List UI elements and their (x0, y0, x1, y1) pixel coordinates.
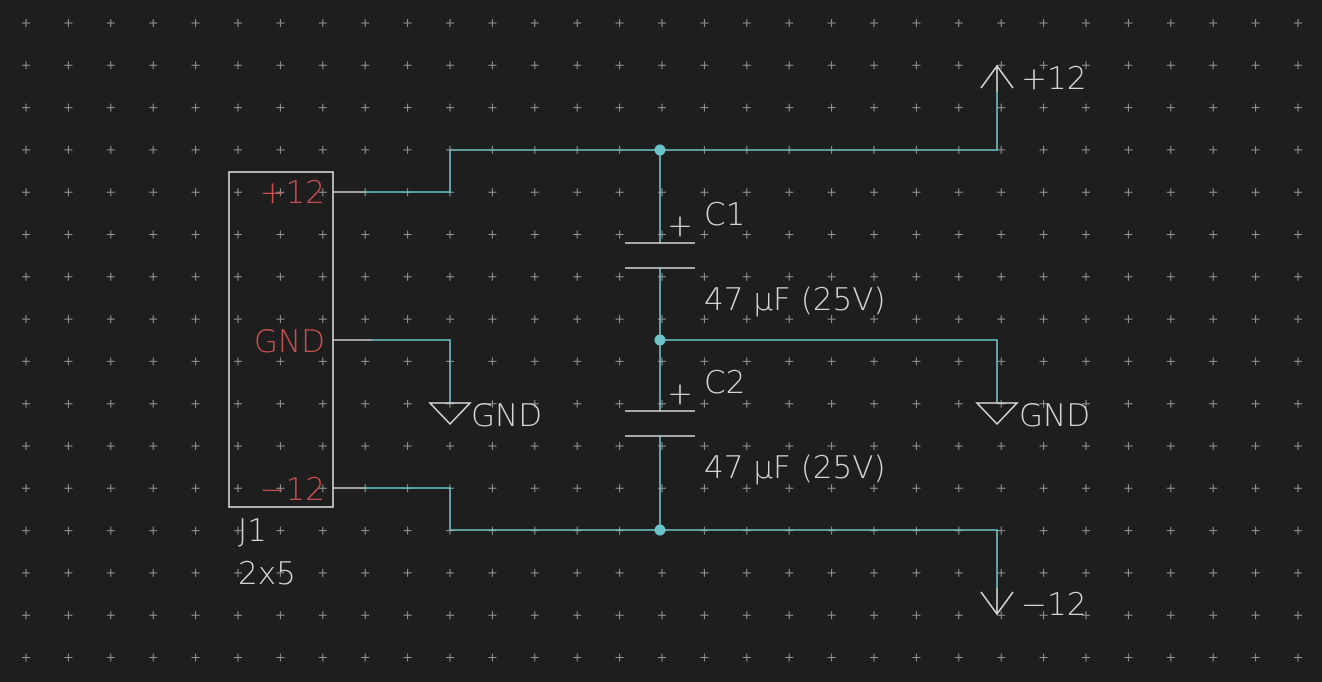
gnd-right-label: GND (1019, 398, 1090, 434)
connector-value-label: 2x5 (238, 556, 296, 592)
connector-body (228, 171, 334, 508)
ground-symbol-right[interactable]: GND (975, 398, 1090, 434)
c2-ref-label: C2 (704, 365, 745, 401)
c1-value-label: 47 µF (25V) (704, 282, 886, 318)
junction-dot-gnd (654, 334, 666, 346)
wire-m12-net[interactable] (365, 487, 998, 588)
gnd-left-label: GND (471, 398, 542, 434)
c2-value-label: 47 µF (25V) (704, 450, 886, 486)
capacitor-c1[interactable]: + C1 47 µF (25V) (625, 197, 886, 318)
pin-label-gnd: GND (254, 324, 325, 360)
junction-dot-p12 (654, 144, 666, 156)
power-symbol-m12[interactable]: −12 (980, 587, 1086, 623)
wire-gnd-left-net[interactable] (372, 339, 451, 403)
pin-label-m12: −12 (260, 472, 325, 508)
ground-symbol-left[interactable]: GND (428, 398, 542, 434)
pin-label-p12: +12 (260, 175, 325, 211)
wire-gnd-right-net[interactable] (660, 339, 998, 403)
wire-p12-net[interactable] (365, 92, 998, 193)
capacitor-c2[interactable]: + C2 47 µF (25V) (625, 365, 886, 486)
c1-ref-label: C1 (704, 197, 745, 233)
c2-polarity-mark: + (667, 376, 693, 412)
power-symbol-p12[interactable]: +12 (980, 61, 1086, 97)
connector-j1[interactable]: +12 GND −12 J1 2x5 (228, 171, 334, 592)
junction-dot-m12 (654, 524, 666, 536)
ground-triangle-icon (975, 402, 1019, 426)
m12-power-label: −12 (1021, 587, 1086, 623)
ground-triangle-icon (428, 402, 472, 426)
p12-power-label: +12 (1021, 61, 1086, 97)
connector-ref-label: J1 (238, 513, 267, 549)
c1-polarity-mark: + (667, 208, 693, 244)
wires (333, 92, 998, 588)
